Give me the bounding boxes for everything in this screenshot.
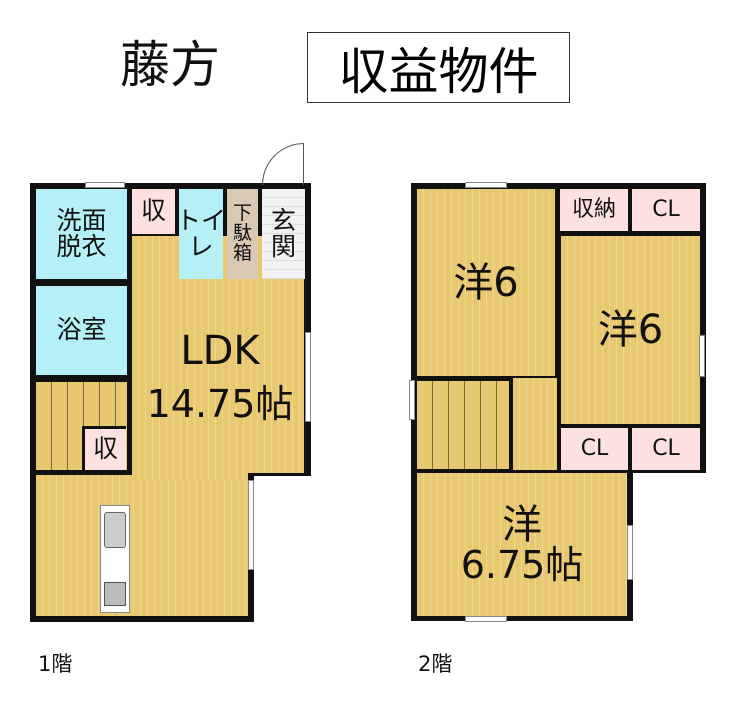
western-room-s: 洋 6.75帖 (417, 473, 627, 616)
storage-2f: 収納 (560, 189, 628, 231)
floor1-label: 1階 (38, 652, 73, 676)
storage-top-1f: 収 (132, 189, 175, 234)
bathroom: 浴室 (36, 286, 127, 375)
ldk-label: LDK (180, 328, 260, 374)
western-room-ne: 洋6 (561, 236, 700, 424)
window (465, 616, 507, 622)
western-room-s-label: 洋 (502, 501, 542, 548)
hallway-2f (513, 378, 557, 470)
toilet: トイ レ (176, 189, 226, 279)
stairs-2f (417, 381, 509, 469)
window (465, 182, 507, 188)
closet-mid-right: CL (632, 428, 700, 470)
window (699, 335, 705, 377)
floor2-label: 2階 (418, 652, 453, 676)
stove-icon (104, 582, 126, 606)
sink-icon (104, 512, 126, 548)
window (85, 182, 125, 188)
western-room-s-size: 6.75帖 (460, 542, 584, 587)
storage-stairs-1f: 収 (82, 426, 126, 470)
entrance-door-swing (262, 143, 304, 185)
ldk-size: 14.75帖 (146, 382, 294, 426)
washroom: 洗面 脱衣 (36, 189, 127, 279)
location-title: 藤方 (120, 36, 220, 94)
entrance: 玄 関 (262, 189, 305, 279)
category-box: 収益物件 (307, 32, 570, 103)
window (305, 332, 311, 422)
closet-mid-left: CL (561, 428, 628, 470)
ldk-lower-floor (36, 475, 248, 616)
window (409, 380, 415, 420)
window (248, 480, 254, 570)
western-room-nw: 洋6 (417, 189, 555, 376)
kitchen-counter (100, 505, 130, 613)
ldk-connect (132, 460, 248, 480)
closet-top: CL (632, 189, 700, 231)
window (627, 525, 633, 580)
shoe-box: 下 駄 箱 (227, 189, 258, 279)
